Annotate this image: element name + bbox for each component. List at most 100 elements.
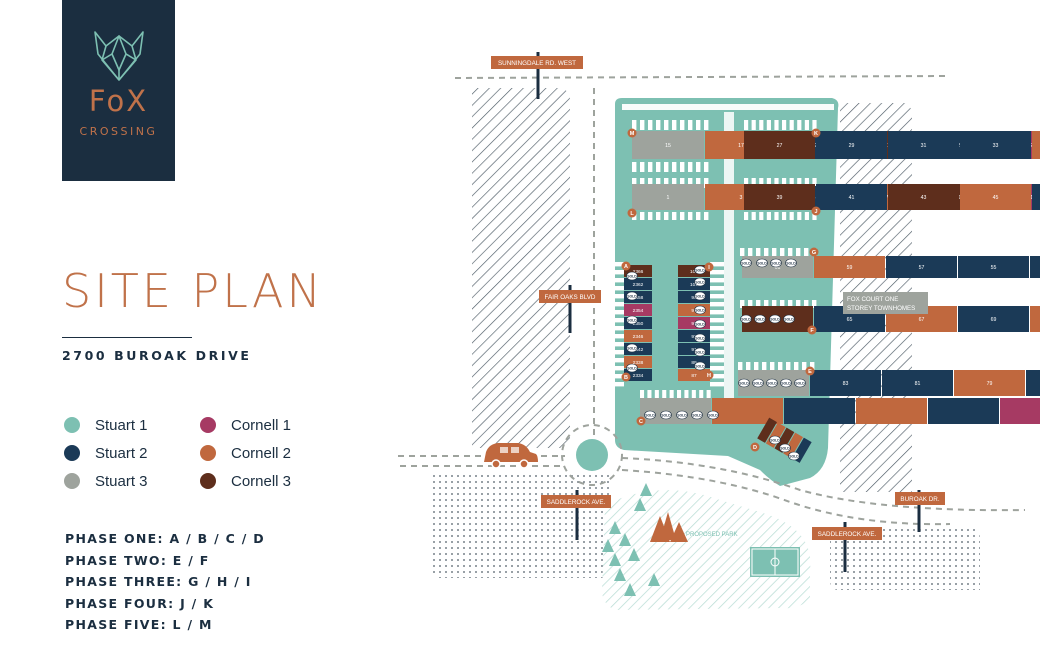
parking-stripe	[680, 120, 685, 130]
parking-stripe	[640, 212, 645, 220]
phase-three: PHASE THREE: G / H / I	[65, 574, 252, 589]
unit-number: 7	[886, 195, 889, 201]
townhome-unit	[954, 370, 1025, 396]
parking-stripe	[812, 212, 817, 220]
townhome-unit	[886, 256, 957, 278]
unit-number: 41	[849, 195, 855, 201]
unit-number: 1	[667, 195, 670, 201]
tree-icon	[624, 583, 636, 596]
parking-stripe	[664, 212, 669, 220]
legend-label: Stuart 3	[95, 472, 148, 490]
parking-stripe	[606, 286, 624, 291]
sold-badge	[752, 378, 764, 388]
sold-label: SOLD	[627, 274, 637, 278]
block-badge-g	[809, 247, 819, 257]
block-letter: D	[753, 445, 757, 451]
parking-stripe	[606, 366, 624, 371]
sign-saddlerock-west: SADDLEROCK AVE.	[541, 490, 611, 540]
unit-number: 2334	[633, 373, 644, 379]
parking-stripe	[746, 362, 751, 370]
parking-stripe	[606, 318, 624, 323]
parking-stripe	[684, 390, 689, 398]
block-badge-h	[704, 370, 714, 380]
tree-icon	[614, 568, 626, 581]
sold-label: SOLD	[695, 294, 705, 298]
parking-stripe	[704, 178, 709, 188]
sold-label: SOLD	[770, 438, 780, 442]
parking-stripe	[782, 178, 787, 186]
townhome-unit	[958, 256, 1029, 278]
parking-stripe	[606, 278, 624, 283]
parking-stripe	[751, 178, 756, 186]
parking-stripe	[606, 270, 624, 275]
sold-label: SOLD	[627, 366, 637, 370]
parking-stripe	[648, 212, 653, 220]
parking-stripe	[656, 178, 661, 188]
parking-stripe	[789, 178, 794, 186]
unit-number: 43	[921, 195, 927, 201]
block-badge-a	[621, 261, 631, 271]
parking-stripe	[710, 334, 724, 339]
sold-badge	[738, 378, 750, 388]
townhome-unit	[1032, 184, 1040, 210]
legend-label: Cornell 1	[231, 416, 292, 434]
sold-badge	[707, 410, 719, 420]
parking-stripe	[710, 278, 724, 283]
townhome-unit	[1030, 256, 1040, 278]
unit-number: 2338	[633, 360, 644, 366]
unit-number: 103	[690, 269, 698, 275]
parking-stripe	[664, 120, 669, 130]
block-badge-d	[750, 442, 760, 452]
legend-item-cornell-3: Cornell 3	[200, 470, 291, 492]
road-buroak	[621, 457, 1026, 512]
parking-stripe	[669, 390, 674, 398]
block-badge-k	[811, 128, 821, 138]
block-letter: M	[630, 131, 635, 137]
parking-stripe	[774, 178, 779, 186]
unit-number: 65	[847, 317, 853, 323]
parking-stripe	[740, 248, 745, 256]
townhome-unit	[1000, 398, 1040, 424]
sold-label: SOLD	[789, 454, 799, 458]
dotted-lot-southeast	[830, 525, 980, 590]
unit-number: 95	[691, 321, 697, 327]
parking-stripe	[606, 326, 624, 331]
block-letter: H	[707, 373, 711, 379]
sold-badge	[626, 343, 638, 353]
unit-number: 29	[849, 143, 855, 149]
parking-stripe	[704, 120, 709, 130]
parking-stripe	[606, 358, 624, 363]
road-sunningdale	[454, 75, 946, 79]
roundabout-ring	[561, 424, 623, 486]
parking-stripe	[756, 248, 761, 256]
parking-stripe	[696, 162, 701, 172]
parking-stripe	[751, 120, 756, 130]
car-icon	[484, 443, 538, 469]
parking-stripe	[748, 300, 753, 308]
rust-trees-icon	[650, 512, 688, 542]
parking-stripe	[648, 162, 653, 172]
parking-stripe	[766, 120, 771, 130]
tree-icon	[648, 573, 660, 586]
parking-stripe	[688, 162, 693, 172]
parking-stripe	[696, 212, 701, 220]
sign-fair-oaks: FAIR OAKS BLVD	[539, 285, 601, 333]
sold-badge	[694, 319, 706, 329]
unit-number: 99	[691, 295, 697, 301]
parking-stripe	[688, 178, 693, 188]
sign-fair-oaks-label: FAIR OAKS BLVD	[545, 294, 596, 301]
parking-stripe	[738, 362, 743, 370]
parking-stripe	[759, 212, 764, 220]
sold-badge	[740, 314, 752, 324]
unit-number: 93	[691, 334, 697, 340]
parking-stripe	[804, 248, 809, 256]
roundabout-center	[576, 439, 608, 471]
parking-stripe	[664, 162, 669, 172]
sign-buroak: BUROAK DR.	[895, 490, 945, 532]
block-badge-m	[627, 128, 637, 138]
sign-saddlerock-east: SADDLEROCK AVE.	[812, 522, 882, 572]
townhome-unit	[816, 131, 887, 159]
sold-label: SOLD	[753, 381, 763, 385]
parking-stripe	[804, 212, 809, 220]
sold-label: SOLD	[695, 268, 705, 272]
